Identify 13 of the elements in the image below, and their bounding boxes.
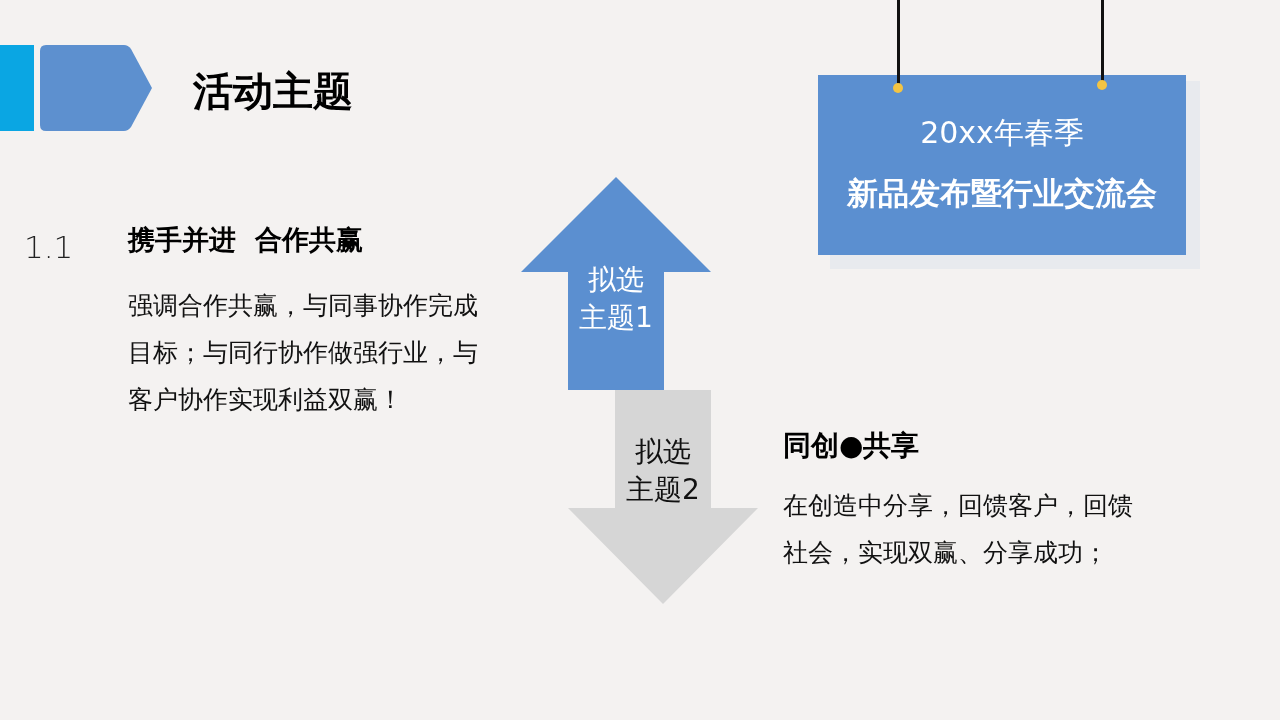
section-heading: 同创●共享 <box>783 428 920 464</box>
down-arrow <box>568 390 758 604</box>
up-arrow <box>521 177 711 390</box>
section-heading: 携手并进 合作共赢 <box>128 223 363 257</box>
body-text: 在创造中分享，回馈客户，回馈社会，实现双赢、分享成功； <box>783 490 1134 569</box>
slide-title: 活动主题 <box>193 67 353 116</box>
sign-title: 新品发布暨行业交流会 <box>847 174 1157 213</box>
section-number: 1.1 <box>24 228 74 266</box>
sign-subtitle: 20xx年春季 <box>920 114 1084 152</box>
body-text: 强调合作共赢，与同事协作完成目标；与同行协作做强行业，与客户协作实现利益双赢！ <box>128 290 479 416</box>
hanging-sign <box>818 75 1186 255</box>
arrow-label: 拟选主题2 <box>625 434 701 508</box>
arrow-label: 拟选主题1 <box>578 262 654 336</box>
